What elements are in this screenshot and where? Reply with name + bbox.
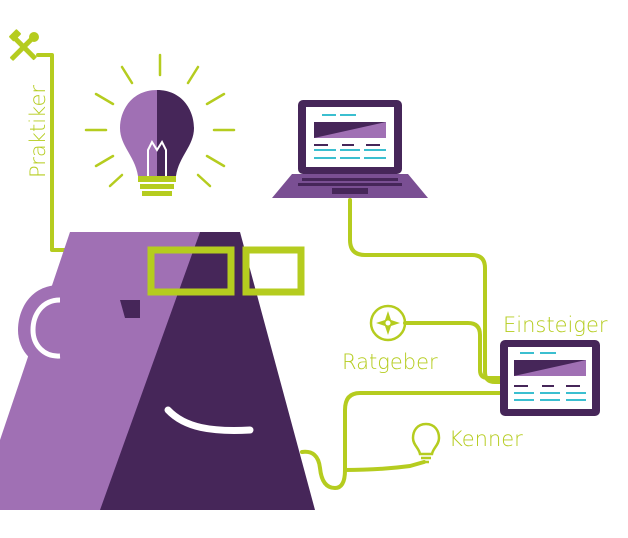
- character-figure: [0, 232, 315, 510]
- glasses-lens-back: [242, 246, 305, 296]
- laptop-icon: [272, 100, 428, 198]
- ear: [18, 285, 60, 369]
- connector-lines: [36, 53, 504, 490]
- compass-icon: [369, 304, 407, 342]
- lightbulb-icon: [84, 53, 236, 196]
- wrench-hammer-icon: [9, 29, 39, 61]
- label-einsteiger: Einsteiger: [503, 313, 608, 337]
- praktiker-line: [36, 53, 74, 252]
- tablet-icon: [500, 340, 600, 416]
- label-ratgeber: Ratgeber: [342, 350, 438, 374]
- glasses-lens-front: [147, 246, 235, 296]
- kenner-line: [300, 391, 504, 490]
- smile: [164, 406, 254, 434]
- small-lightbulb-icon: [411, 422, 441, 464]
- label-kenner: Kenner: [449, 427, 523, 451]
- ratgeber-line: [403, 321, 504, 380]
- label-praktiker: Praktiker: [26, 85, 50, 178]
- kenner-bulb-line: [343, 460, 426, 472]
